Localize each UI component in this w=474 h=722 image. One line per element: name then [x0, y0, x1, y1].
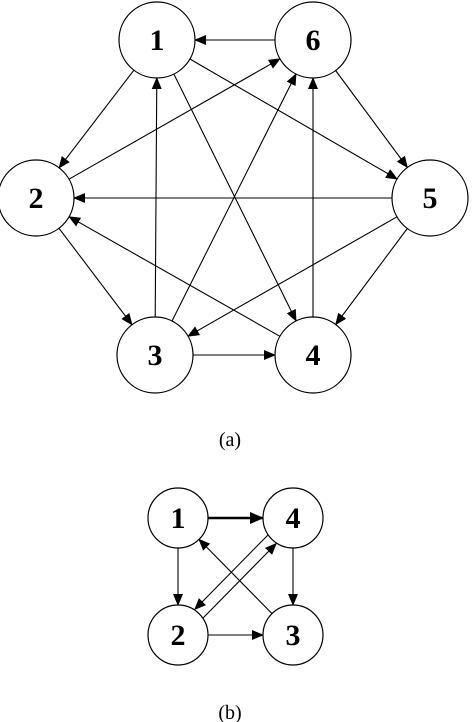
diagram-a-edge-3-to-6	[171, 73, 297, 322]
node-circle	[262, 604, 324, 666]
node-label: 4	[286, 502, 301, 535]
node-label: 2	[171, 619, 186, 652]
diagram-a-edge-2-to-6	[68, 58, 281, 180]
diagram-a-edge-4-to-2	[68, 216, 281, 337]
diagram-a-node-3: 3	[116, 316, 194, 394]
node-circle	[147, 487, 209, 549]
node-label: 6	[306, 24, 321, 57]
diagram-a-node-6: 6	[274, 1, 352, 79]
node-circle	[147, 604, 209, 666]
node-label: 3	[148, 339, 163, 372]
diagram-a-edge-6-to-5	[335, 70, 408, 169]
diagram-a-caption: (a)	[219, 429, 241, 451]
node-circle	[116, 316, 194, 394]
diagram-a-edge-1-to-5	[189, 58, 398, 180]
diagram-b: 1 4 2 3 (b)	[147, 487, 324, 722]
diagram-a-node-2: 2	[0, 159, 75, 237]
node-circle	[274, 1, 352, 79]
diagram-b-node-4: 4	[262, 487, 324, 549]
diagram-a-node-5: 5	[391, 159, 469, 237]
node-label: 4	[306, 339, 321, 372]
diagram-b-caption: (b)	[218, 702, 241, 722]
diagram-a-edge-3-to-1	[151, 77, 162, 318]
node-circle	[391, 159, 469, 237]
diagram-a: 1 6 2 5 3 4 (a)	[0, 1, 469, 451]
diagram-b-nodes: 1 4 2 3	[147, 487, 324, 666]
diagram-a-edges	[58, 35, 408, 360]
diagram-b-edge-3-to-1	[198, 538, 273, 614]
node-label: 2	[29, 182, 44, 215]
diagram-b-node-2: 2	[147, 604, 209, 666]
diagram-b-node-3: 3	[262, 604, 324, 666]
node-circle	[0, 159, 75, 237]
diagram-b-edges	[173, 512, 298, 640]
node-circle	[262, 487, 324, 549]
node-label: 5	[423, 182, 438, 215]
node-label: 3	[286, 619, 301, 652]
node-circle	[118, 1, 196, 79]
diagram-a-nodes: 1 6 2 5 3 4	[0, 1, 469, 394]
diagram-a-edge-2-to-3	[58, 227, 133, 326]
diagram-a-node-1: 1	[118, 1, 196, 79]
node-circle	[274, 316, 352, 394]
diagram-a-node-4: 4	[274, 316, 352, 394]
diagram-a-edge-5-to-3	[187, 216, 398, 337]
node-label: 1	[171, 502, 186, 535]
diagram-a-edge-1-to-2	[58, 69, 135, 169]
node-label: 1	[150, 24, 165, 57]
diagram-a-edge-5-to-4	[335, 228, 408, 326]
diagram-b-node-1: 1	[147, 487, 209, 549]
